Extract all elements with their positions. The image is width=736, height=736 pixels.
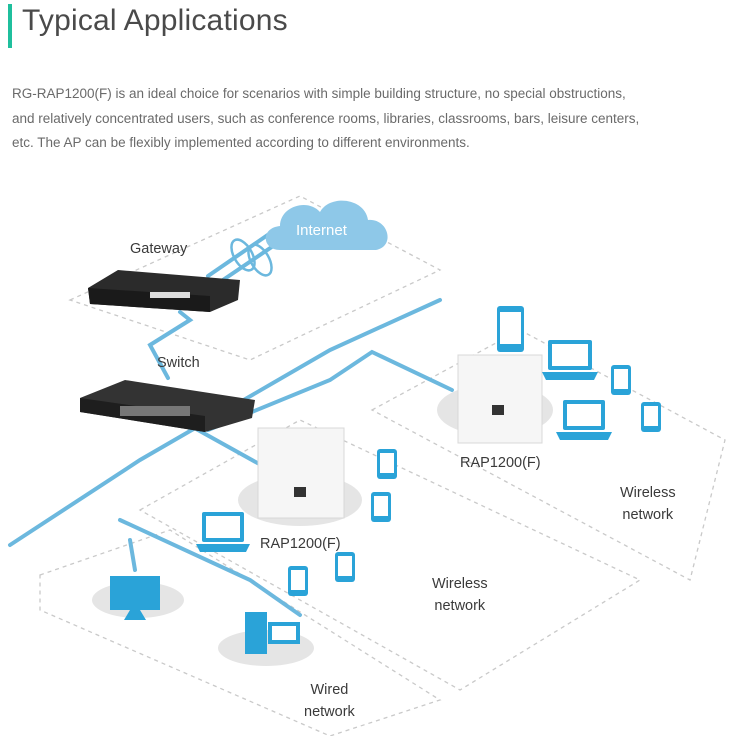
phone-icon <box>288 566 308 596</box>
label-line: network <box>304 704 355 720</box>
zone-wired <box>39 529 442 736</box>
wireless-network-label-center: Wireless network <box>432 573 488 617</box>
label-line: network <box>434 598 486 614</box>
phone-icon <box>641 402 661 432</box>
link-gateway-switch <box>147 310 194 380</box>
wired-network-label: Wired network <box>304 679 355 723</box>
laptop-icon <box>556 400 612 440</box>
label-line: network <box>622 507 674 523</box>
label-line: Wired <box>310 682 349 698</box>
phone-icon <box>377 449 397 479</box>
phone-icon <box>371 492 391 522</box>
link-monitor <box>128 538 137 572</box>
link-switch-ap-right <box>206 349 454 432</box>
access-point-icon <box>257 427 345 519</box>
gateway-label: Gateway <box>130 241 188 257</box>
desktop-pc-icon <box>245 612 300 654</box>
page-title: Typical Applications <box>22 4 288 37</box>
wireless-rings <box>230 238 273 277</box>
tablet-icon <box>497 306 524 352</box>
zone-wireless-center <box>138 419 642 691</box>
description-line: RG-RAP1200(F) is an ideal choice for sce… <box>12 86 626 101</box>
switch-icon <box>80 380 255 432</box>
label-line: Wireless <box>620 485 676 501</box>
description: RG-RAP1200(F) is an ideal choice for sce… <box>12 82 732 156</box>
link-gateway-internet-2 <box>206 230 274 278</box>
zone-gateway <box>68 195 442 361</box>
title-accent-bar <box>8 4 12 48</box>
wireless-network-label-right: Wireless network <box>620 482 676 526</box>
description-line: and relatively concentrated users, such … <box>12 110 640 126</box>
description-line: etc. The AP can be flexibly implemented … <box>12 135 470 150</box>
label-line: Wireless <box>432 576 488 592</box>
monitor-icon <box>110 576 160 620</box>
link-wired-drop <box>118 518 302 617</box>
internet-label: Internet <box>296 222 347 239</box>
laptop-icon <box>542 340 598 380</box>
access-point-icon <box>457 354 543 444</box>
ap-label-right: RAP1200(F) <box>460 455 541 471</box>
switch-label: Switch <box>157 355 200 371</box>
phone-icon <box>335 552 355 582</box>
laptop-icon <box>196 512 250 552</box>
cloud-icon <box>265 200 388 250</box>
phone-icon <box>611 365 631 395</box>
ap-label-left: RAP1200(F) <box>260 536 341 552</box>
gateway-icon <box>88 270 240 312</box>
